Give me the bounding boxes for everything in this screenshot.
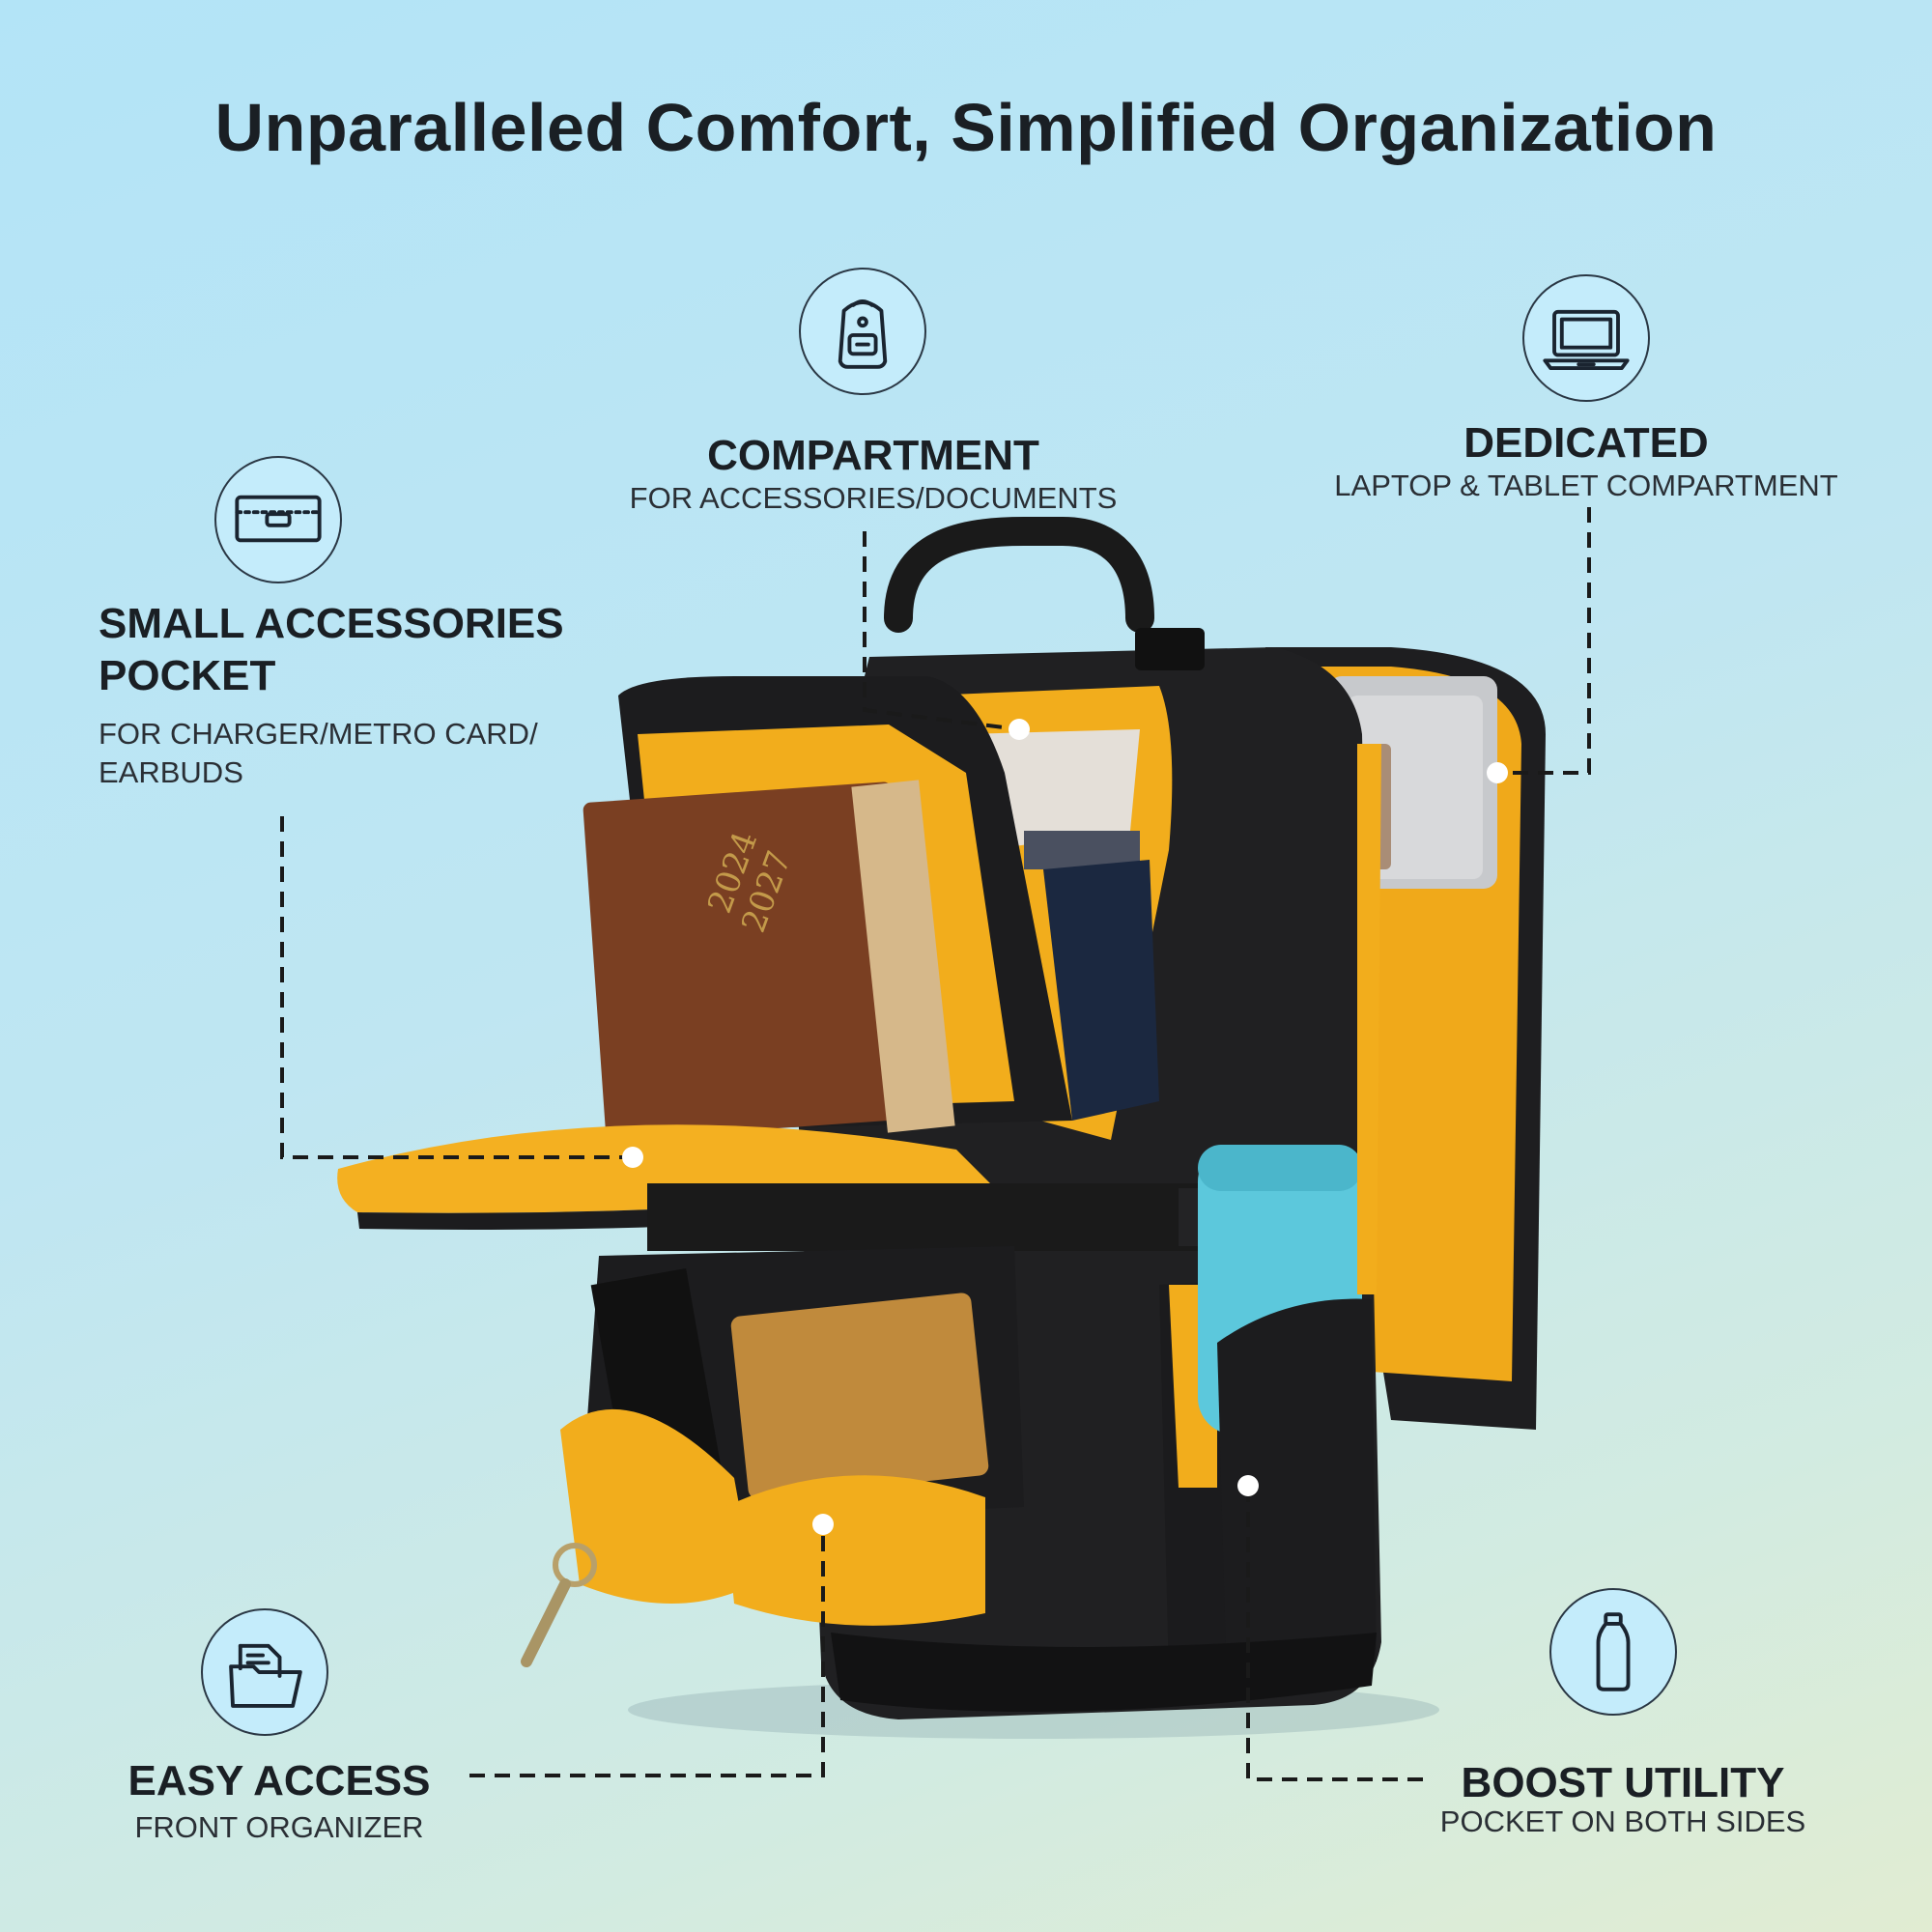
backpack-icon (799, 268, 926, 395)
wallet-clutch-icon (214, 456, 342, 583)
bottle-icon (1549, 1588, 1677, 1716)
dedicated-subtitle: LAPTOP & TABLET COMPARTMENT (1334, 469, 1838, 502)
boost-utility-subtitle: POCKET ON BOTH SIDES (1439, 1804, 1806, 1838)
boost-utility-title: BOOST UTILITY (1461, 1759, 1785, 1806)
small-pocket-subtitle-line1: FOR CHARGER/METRO CARD/ (99, 717, 538, 751)
compartment-title: COMPARTMENT (707, 432, 1039, 479)
folder-documents-icon (201, 1608, 328, 1736)
laptop-icon (1522, 274, 1650, 402)
headline: Unparalleled Comfort, Simplified Organiz… (214, 90, 1718, 165)
compartment-subtitle: FOR ACCESSORIES/DOCUMENTS (629, 481, 1118, 515)
easy-access-title: EASY ACCESS (128, 1757, 431, 1804)
dedicated-title: DEDICATED (1463, 419, 1709, 467)
small-pocket-subtitle-line2: EARBUDS (99, 755, 243, 789)
small-pocket-title-line1: SMALL ACCESSORIES (99, 600, 564, 647)
small-pocket-title-line2: POCKET (99, 652, 276, 699)
easy-access-subtitle: FRONT ORGANIZER (134, 1810, 424, 1844)
